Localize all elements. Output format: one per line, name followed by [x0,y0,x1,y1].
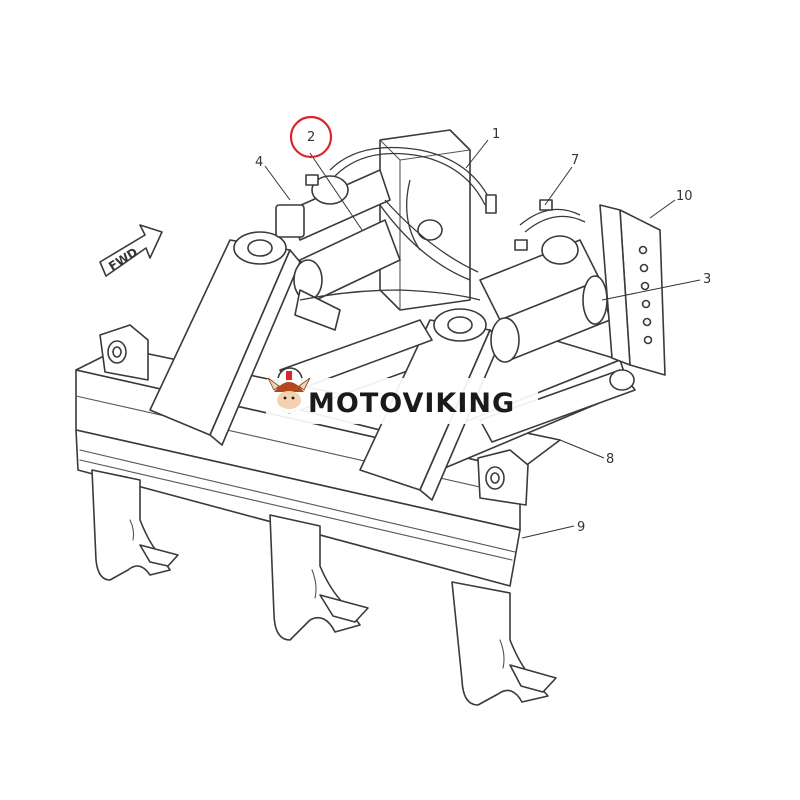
cylinder-left [289,169,401,331]
pin-plate [599,204,666,376]
cylinder-right [479,235,611,363]
callout-10: 10 [676,189,693,204]
highlight-circle [289,115,333,159]
callout-3: 3 [703,272,711,287]
watermark-text: MOTOVIKING [308,388,515,419]
callout-2: 2 [307,130,315,145]
mounting-bracket [379,129,471,311]
shank-left [91,469,179,581]
callout-9: 9 [577,520,585,535]
pin-mount-left [99,324,149,381]
callout-8: 8 [606,452,614,467]
callout-1: 1 [492,127,500,142]
fwd-arrow: FWD [99,224,163,277]
pin-mount-right [477,449,529,506]
viking-head-icon [267,371,311,414]
callout-7: 7 [571,153,579,168]
shank-right [451,581,557,706]
watermark: MOTOVIKING [266,371,538,424]
leader-lines [264,139,701,539]
callout-labels: 1 2 3 4 7 8 9 10 [255,127,711,535]
callout-4: 4 [255,155,263,170]
hose-fittings [275,174,553,251]
shank-middle [269,514,369,641]
